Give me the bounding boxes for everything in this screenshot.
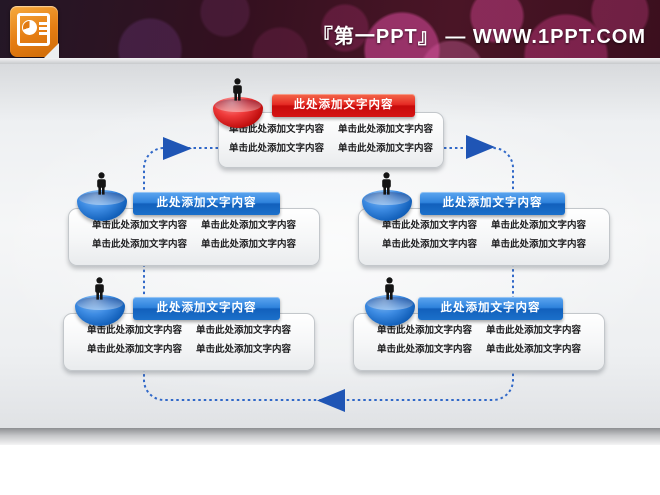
banner-title: 『第一PPT』 — WWW.1PPT.COM — [312, 26, 646, 48]
placeholder-text[interactable]: 单击此处添加文字内容 — [86, 344, 182, 355]
footer: 第一PPT HTTP://WWW.1PPT.COM — [0, 445, 660, 495]
banner-divider — [0, 58, 660, 64]
placeholder-text[interactable]: 单击此处添加文字内容 — [228, 143, 324, 154]
flow-node-top[interactable]: 此处添加文字内容 单击此处添加文字内容 单击此处添加文字内容 单击此处添加文字内… — [213, 78, 444, 168]
flow-node-bottom-left[interactable]: 此处添加文字内容 单击此处添加文字内容 单击此处添加文字内容 单击此处添加文字内… — [63, 276, 315, 371]
slide-bottom-shadow — [0, 428, 660, 445]
node-header[interactable]: 此处添加文字内容 — [420, 192, 565, 215]
placeholder-text[interactable]: 单击此处添加文字内容 — [491, 220, 587, 231]
powerpoint-icon — [10, 6, 59, 58]
bokeh-background — [0, 0, 660, 58]
placeholder-text[interactable]: 单击此处添加文字内容 — [196, 325, 292, 336]
pedestal-hemisphere — [213, 97, 263, 128]
placeholder-text[interactable]: 单击此处添加文字内容 — [201, 239, 297, 250]
placeholder-text[interactable]: 单击此处添加文字内容 — [201, 220, 297, 231]
placeholder-text[interactable]: 单击此处添加文字内容 — [491, 239, 587, 250]
pedestal-hemisphere — [75, 295, 125, 326]
placeholder-text[interactable]: 单击此处添加文字内容 — [91, 239, 187, 250]
placeholder-text[interactable]: 单击此处添加文字内容 — [338, 143, 434, 154]
flow-node-bottom-right[interactable]: 此处添加文字内容 单击此处添加文字内容 单击此处添加文字内容 单击此处添加文字内… — [353, 276, 605, 371]
placeholder-text[interactable]: 单击此处添加文字内容 — [486, 325, 582, 336]
person-icon — [382, 277, 397, 300]
placeholder-text[interactable]: 单击此处添加文字内容 — [381, 239, 477, 250]
pie-chart-glyph — [22, 20, 37, 35]
node-header[interactable]: 此处添加文字内容 — [418, 297, 563, 320]
placeholder-text[interactable]: 单击此处添加文字内容 — [91, 220, 187, 231]
person-icon — [379, 172, 394, 195]
node-header[interactable]: 此处添加文字内容 — [272, 94, 415, 117]
placeholder-text[interactable]: 单击此处添加文字内容 — [376, 325, 472, 336]
placeholder-text[interactable]: 单击此处添加文字内容 — [486, 344, 582, 355]
page-fold — [44, 43, 59, 58]
placeholder-text[interactable]: 单击此处添加文字内容 — [338, 124, 434, 135]
flow-node-middle-left[interactable]: 此处添加文字内容 单击此处添加文字内容 单击此处添加文字内容 单击此处添加文字内… — [68, 172, 320, 266]
node-header[interactable]: 此处添加文字内容 — [133, 297, 280, 320]
person-icon — [92, 277, 107, 300]
flow-node-middle-right[interactable]: 此处添加文字内容 单击此处添加文字内容 单击此处添加文字内容 单击此处添加文字内… — [358, 172, 610, 266]
slide-face — [17, 13, 50, 46]
placeholder-text[interactable]: 单击此处添加文字内容 — [86, 325, 182, 336]
placeholder-text[interactable]: 单击此处添加文字内容 — [376, 344, 472, 355]
placeholder-text[interactable]: 单击此处添加文字内容 — [196, 344, 292, 355]
placeholder-text[interactable]: 单击此处添加文字内容 — [381, 220, 477, 231]
person-icon — [230, 78, 245, 101]
placeholder-text[interactable]: 单击此处添加文字内容 — [228, 124, 324, 135]
node-header[interactable]: 此处添加文字内容 — [133, 192, 280, 215]
person-icon — [94, 172, 109, 195]
top-banner: 『第一PPT』 — WWW.1PPT.COM — [0, 0, 660, 58]
pedestal-hemisphere — [77, 190, 127, 221]
